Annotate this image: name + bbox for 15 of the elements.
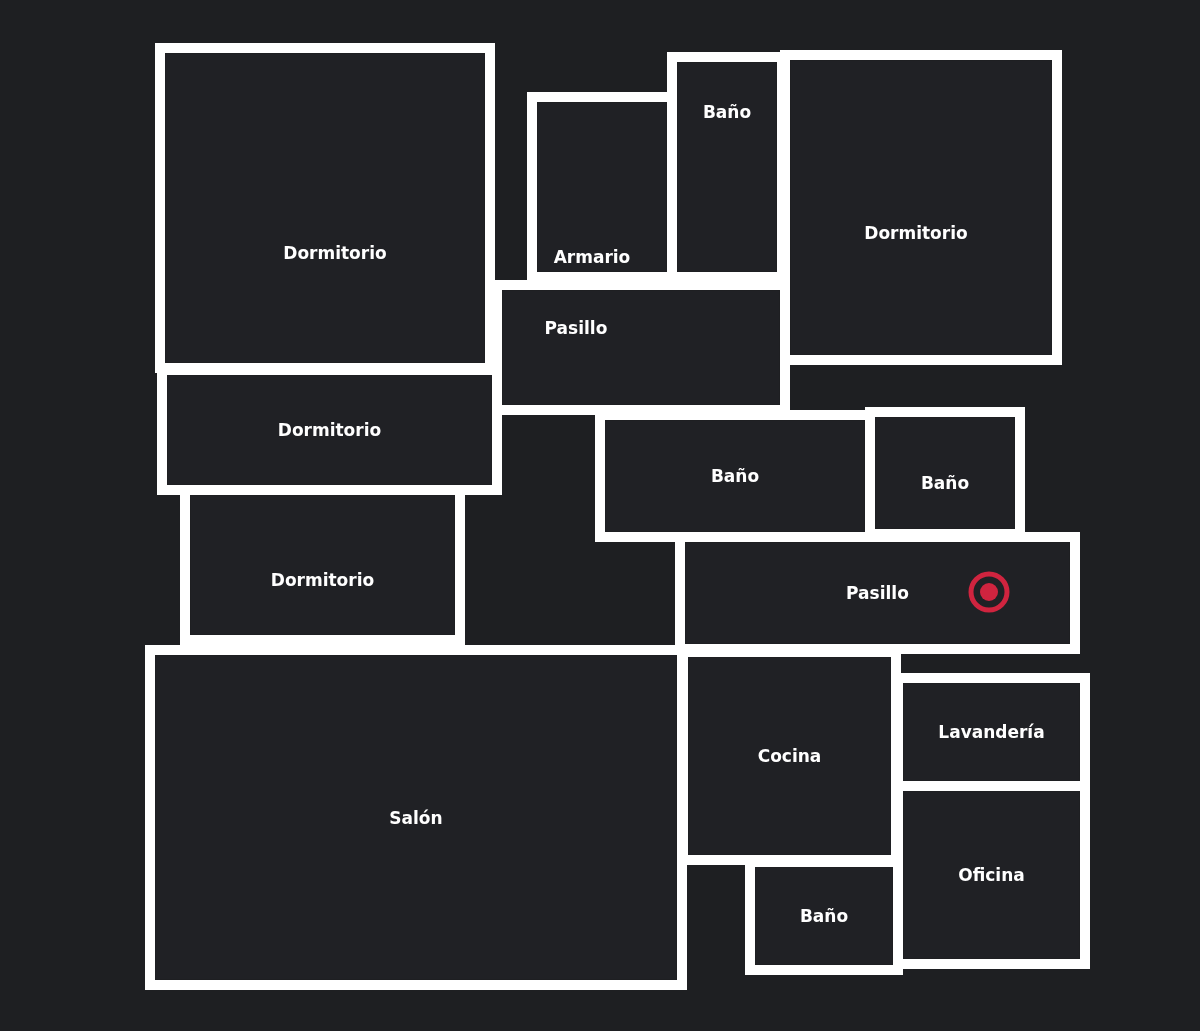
room-name: Dormitorio [864,222,968,243]
room-name: Armario [553,247,631,267]
room-name: Pasillo [544,317,608,338]
room-name: Dormitorio [270,570,375,590]
room-name: Baño [799,906,849,926]
room-name: Baño [702,102,752,122]
room-name: Salón [389,807,443,828]
room-name: Cocina [757,746,822,766]
room-name: Dormitorio [277,420,382,440]
room-name: Baño [710,466,760,486]
room-name: Dormitorio [283,243,387,263]
room-name: Pasillo [846,583,909,603]
room-name: Oficina [958,865,1025,885]
room-name: Lavandería [938,722,1045,742]
room-name: Baño [920,473,970,493]
